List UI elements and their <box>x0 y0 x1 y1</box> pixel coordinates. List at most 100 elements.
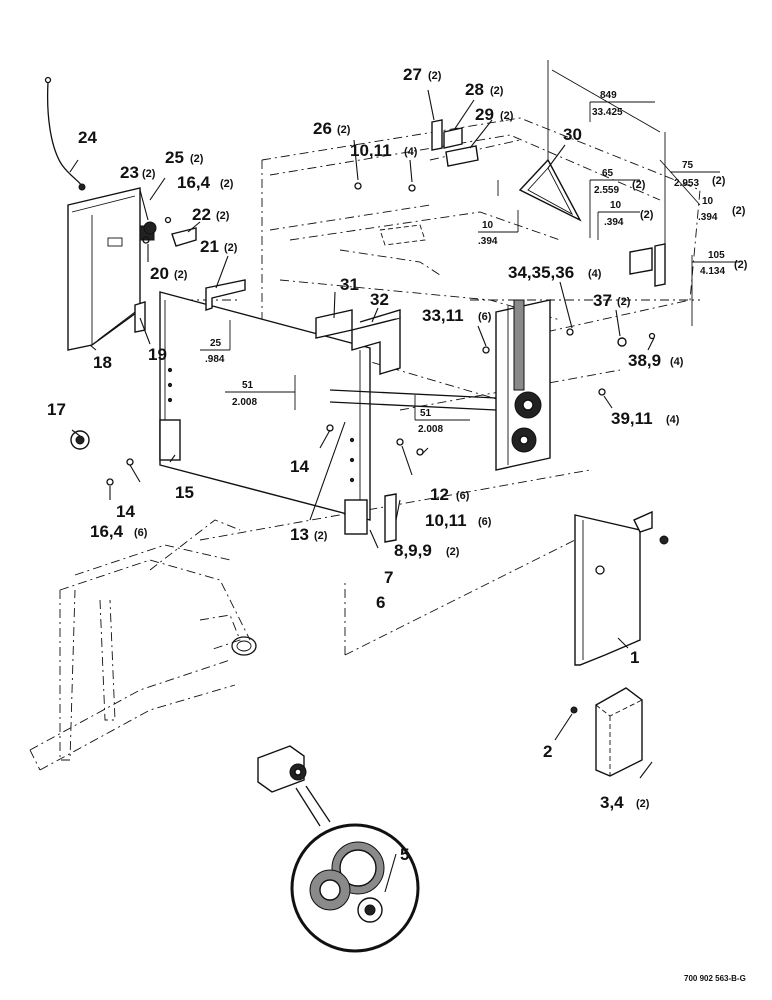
dim-10a-qty: (2) <box>640 209 654 221</box>
dim-105-mm: 105 <box>708 250 725 261</box>
callout-38-9-qty: (4) <box>670 356 684 368</box>
dim-75-in: 2.953 <box>674 178 699 189</box>
callout-22: 22 <box>192 205 211 224</box>
callout-34-35-36: 34,35,36 <box>508 263 574 282</box>
dim-10b-in: .394 <box>698 212 718 223</box>
callout-37-qty: (2) <box>617 296 631 308</box>
dim-10b-mm: 10 <box>702 196 714 207</box>
callout-31: 31 <box>340 275 359 294</box>
callout-17: 17 <box>47 400 66 419</box>
callout-8-9-9: 8,9,9 <box>394 541 432 560</box>
callout-1: 1 <box>630 648 639 667</box>
callout-33-11-qty: (6) <box>478 311 492 323</box>
bracket-3 <box>570 687 643 777</box>
dim-51a-in: 2.008 <box>232 397 257 408</box>
dimension-labels: 849 33.425 75 2.953 (2) 65 2.559 (2) 10 … <box>205 90 748 435</box>
dim-51a-mm: 51 <box>242 380 254 391</box>
callout-labels: 24 23 (2) 25 (2) 16,4 (2) 22 (2) 20 (2) … <box>47 65 684 864</box>
callout-18: 18 <box>93 353 112 372</box>
callout-26: 26 <box>313 119 332 138</box>
callout-39-11-qty: (4) <box>666 414 680 426</box>
dim-10a-mm: 10 <box>610 200 622 211</box>
washer-17 <box>70 430 90 450</box>
callout-14-left: 14 <box>116 502 135 521</box>
callout-24: 24 <box>78 128 97 147</box>
callout-20: 20 <box>150 264 169 283</box>
callout-21-qty: (2) <box>224 242 238 254</box>
dim-25-in: .984 <box>205 354 225 365</box>
dim-65-in: 2.559 <box>594 185 619 196</box>
callout-27-qty: (2) <box>428 70 442 82</box>
callout-7: 7 <box>384 568 393 587</box>
dim-75-mm: 75 <box>682 160 694 171</box>
end-shield-1 <box>574 510 669 666</box>
callout-21: 21 <box>200 237 219 256</box>
callout-38-9: 38,9 <box>628 351 661 370</box>
cable-24 <box>44 76 86 191</box>
decal-29 <box>445 145 479 167</box>
callout-16-4-upper-qty: (2) <box>220 178 234 190</box>
dim-105-qty: (2) <box>734 259 748 271</box>
callout-10-11-upper: 10,11 <box>350 141 392 160</box>
callout-16-4-upper: 16,4 <box>177 173 211 192</box>
callout-13-qty: (2) <box>314 530 328 542</box>
decals-rear <box>629 243 666 287</box>
bracket-22 <box>171 227 197 247</box>
callout-16-4-lower-qty: (6) <box>134 527 148 539</box>
callout-32: 32 <box>370 290 389 309</box>
dim-65-qty: (2) <box>632 179 646 191</box>
dim-75-qty: (2) <box>712 175 726 187</box>
callout-3-4: 3,4 <box>600 793 624 812</box>
bracket-21 <box>205 279 246 311</box>
dim-849-in: 33.425 <box>592 107 623 118</box>
reflector-30 <box>518 158 582 222</box>
dim-849-mm: 849 <box>600 90 617 101</box>
callout-12-qty: (6) <box>456 490 470 502</box>
callout-34-35-36-qty: (4) <box>588 268 602 280</box>
dimension-lines <box>200 60 740 421</box>
callout-39-11: 39,11 <box>611 409 653 428</box>
callout-23: 23 <box>120 163 139 182</box>
callout-19: 19 <box>148 345 167 364</box>
callout-16-4-lower: 16,4 <box>90 522 124 541</box>
callout-28: 28 <box>465 80 484 99</box>
callout-26-qty: (2) <box>337 124 351 136</box>
decal-27 <box>431 119 443 151</box>
dim-65-mm: 65 <box>602 168 614 179</box>
callout-10-11-lower-qty: (6) <box>478 516 492 528</box>
dim-51b-mm: 51 <box>420 408 432 419</box>
hardware-fasteners <box>106 182 656 543</box>
callout-14-right: 14 <box>290 457 309 476</box>
callout-13: 13 <box>290 525 309 544</box>
bracket-32 <box>351 309 401 375</box>
support-frame-outline <box>29 519 257 771</box>
drive-assembly <box>329 299 551 471</box>
callout-23-qty: (2) <box>142 168 156 180</box>
callout-29: 29 <box>475 105 494 124</box>
callout-3-4-qty: (2) <box>636 798 650 810</box>
decal-28 <box>443 127 463 149</box>
callout-30: 30 <box>563 125 582 144</box>
detail-inset <box>257 745 420 953</box>
front-panel <box>159 291 371 535</box>
callout-25: 25 <box>165 148 184 167</box>
drawing-reference-number: 700 902 563-B-G <box>684 974 746 983</box>
callout-37: 37 <box>593 291 612 310</box>
dim-25-mm: 25 <box>210 338 222 349</box>
callout-6: 6 <box>376 593 385 612</box>
callout-20-qty: (2) <box>174 269 188 281</box>
dim-105-in: 4.134 <box>700 266 725 277</box>
callout-28-qty: (2) <box>490 85 504 97</box>
callout-10-11-upper-qty: (4) <box>404 146 418 158</box>
callout-33-11: 33,11 <box>422 306 464 325</box>
dim-51b-in: 2.008 <box>418 424 443 435</box>
callout-12: 12 <box>430 485 449 504</box>
callout-2: 2 <box>543 742 552 761</box>
leader-lines <box>69 89 655 893</box>
callout-5: 5 <box>400 845 409 864</box>
callout-15: 15 <box>175 483 194 502</box>
callout-10-11-lower: 10,11 <box>425 511 467 530</box>
dim-10c-in: .394 <box>478 236 498 247</box>
dim-10b-qty: (2) <box>732 205 746 217</box>
